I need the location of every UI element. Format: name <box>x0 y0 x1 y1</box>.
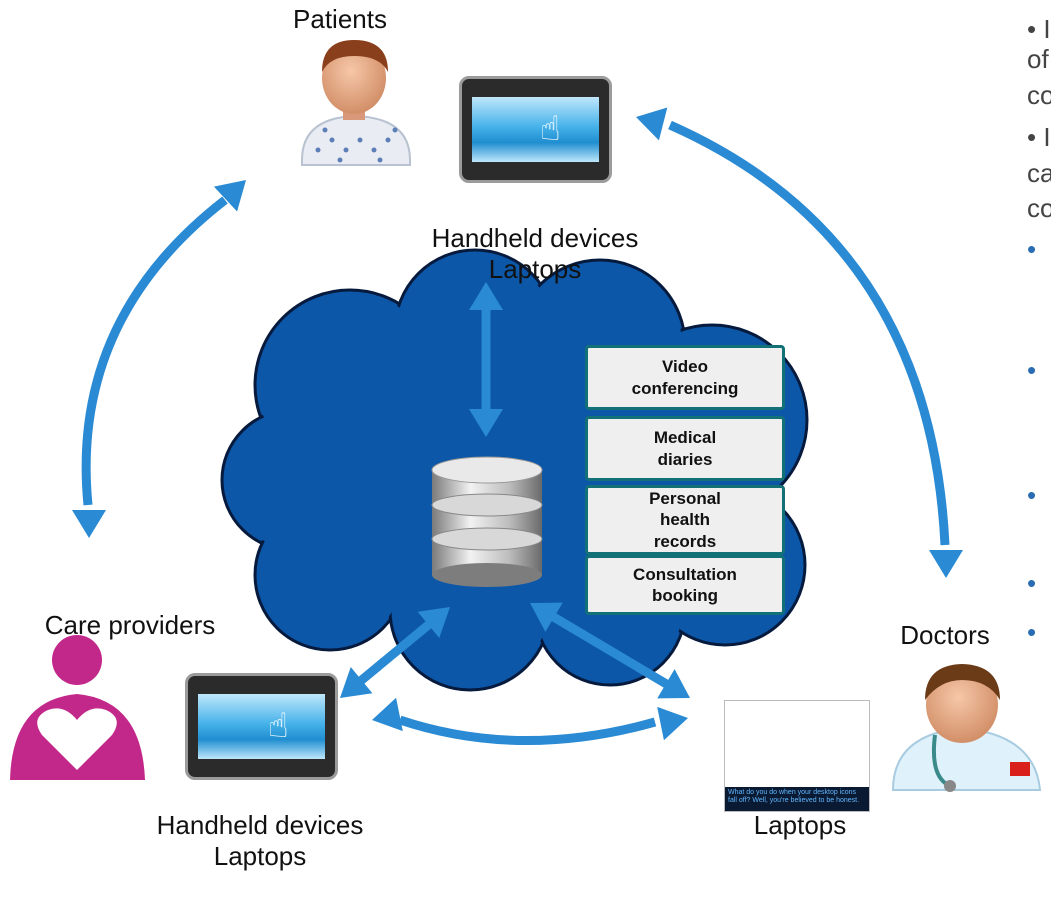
bullet-fragment: • <box>1027 568 1037 598</box>
bullet-fragment: • <box>1027 480 1037 510</box>
care-providers-label: Care providers <box>44 610 216 640</box>
top-devices-label: Handheld devices Laptops <box>390 223 680 285</box>
top-devices-line1: Handheld devices <box>431 223 639 253</box>
feature-line: health <box>659 510 711 530</box>
bullet-fragment: • I <box>1027 122 1051 152</box>
feature-line: diaries <box>657 449 713 469</box>
arrow-database-laptops-head-start <box>530 602 563 632</box>
arrow-database-laptops-head-end <box>657 669 690 699</box>
tablet-screen <box>472 97 599 162</box>
desktop-image-frame: What do you do when your desktop icons f… <box>724 700 870 812</box>
feature-line: conferencing <box>631 378 739 398</box>
care-provider-icon <box>10 635 145 780</box>
arrow-tablet-laptops-head-start <box>372 697 403 732</box>
bottom-devices-line2: Laptops <box>213 841 307 872</box>
bullet-fragment: • <box>1027 617 1037 647</box>
arrow-top-devices-database-head-end <box>469 409 503 437</box>
top-devices-line2: Laptops <box>488 254 582 285</box>
arrow-tablet-laptops <box>398 715 657 745</box>
arrow-patients-care-providers-head-end <box>72 510 106 538</box>
database-icon <box>431 456 543 587</box>
bullet-fragment: co <box>1027 193 1051 223</box>
patient-icon <box>301 40 411 166</box>
feature-line: booking <box>651 586 719 605</box>
arrow-patients-doctors <box>668 120 950 546</box>
doctor-icon <box>891 664 1042 792</box>
pointer-hand-icon: ☝ <box>268 707 289 745</box>
laptops-label: Laptops <box>753 810 847 840</box>
feature-personal-health-records: Personal health records <box>585 485 785 555</box>
bottom-devices-label: Handheld devices Laptops <box>110 810 410 872</box>
bullet-fragment: of <box>1027 44 1049 74</box>
doctors-label: Doctors <box>900 620 990 650</box>
arrow-patients-care-providers <box>81 196 228 506</box>
tablet-bottom: ☝ <box>185 673 338 780</box>
bullet-fragment: co <box>1027 80 1051 110</box>
arrow-database-tablet-head-start <box>417 607 450 638</box>
feature-line: Video <box>662 357 708 377</box>
tablet-top: ☝ <box>459 76 612 183</box>
arrow-patients-doctors-head-start <box>636 107 668 141</box>
feature-line: records <box>653 531 717 551</box>
feature-consultation-booking: Consultation booking <box>585 555 785 615</box>
feature-video-conferencing: Video conferencing <box>585 345 785 410</box>
bullet-fragment: • <box>1027 355 1037 385</box>
arrow-database-laptops <box>548 611 672 690</box>
connection-arrows <box>72 107 963 745</box>
feature-medical-diaries: Medical diaries <box>585 416 785 481</box>
patients-label: Patients <box>293 4 387 34</box>
bullet-fragment: • I <box>1027 14 1051 44</box>
arrow-database-tablet <box>355 618 435 687</box>
desktop-image-caption: What do you do when your desktop icons f… <box>725 787 869 811</box>
arrow-database-tablet-head-end <box>340 667 373 698</box>
bottom-devices-line1: Handheld devices <box>156 810 364 840</box>
feature-line: Consultation <box>633 564 737 584</box>
arrow-patients-doctors-head-end <box>929 550 963 578</box>
bullet-fragment: ca <box>1027 158 1051 188</box>
bullet-fragment: • <box>1027 234 1037 264</box>
arrow-top-devices-database-head-start <box>469 282 503 310</box>
feature-line: Medical <box>653 428 717 448</box>
arrow-patients-care-providers-head-start <box>213 180 246 212</box>
tablet-screen <box>198 694 325 759</box>
feature-line: Personal <box>649 489 721 509</box>
pointer-hand-icon: ☝ <box>540 110 561 148</box>
arrow-tablet-laptops-head-end <box>657 706 688 741</box>
